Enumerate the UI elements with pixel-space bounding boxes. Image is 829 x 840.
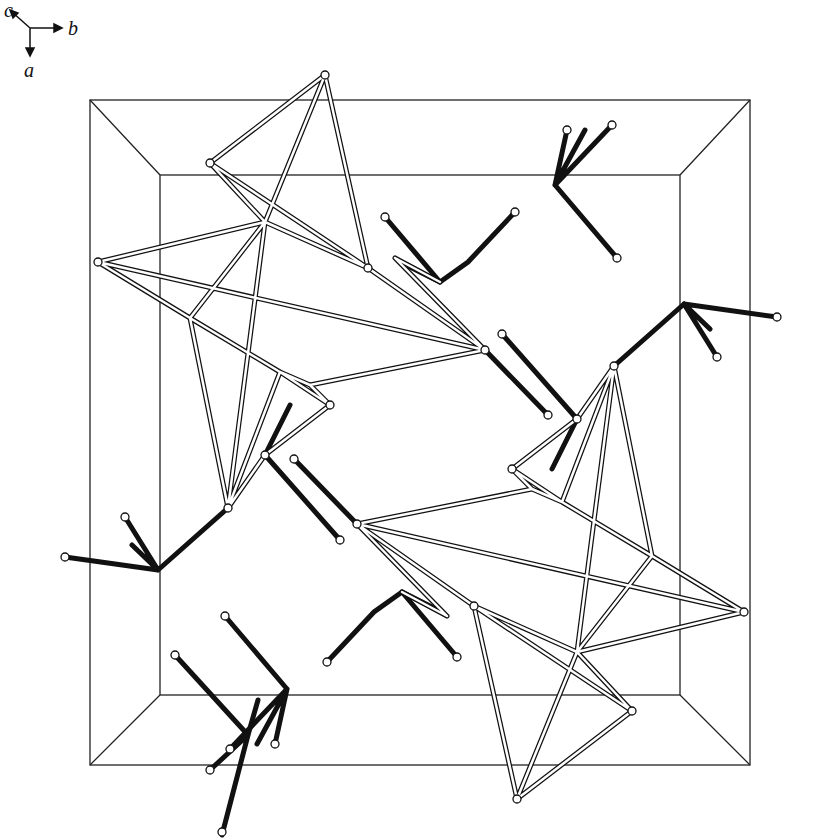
axis-label: a: [24, 60, 34, 80]
axis-label: b: [68, 18, 78, 38]
axis-label: c: [4, 0, 13, 20]
